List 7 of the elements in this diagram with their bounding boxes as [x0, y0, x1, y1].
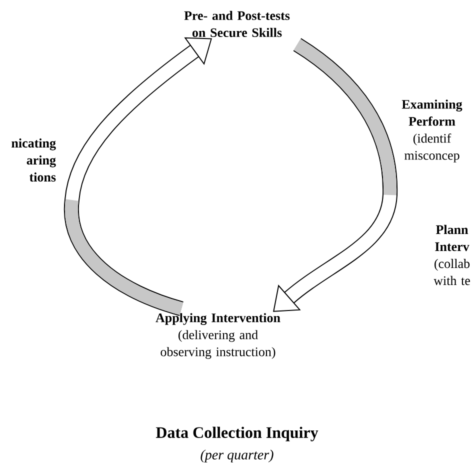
stage-label: Plann Interv (collab with te: [434, 224, 470, 286]
caption: (per quarter): [200, 450, 274, 462]
stage-label: Examining Perform (identif misconcep: [402, 100, 462, 162]
title: Data Collection Inquiry: [156, 426, 318, 442]
stage-label: Pre- and Post-tests on Secure Skills: [184, 10, 290, 38]
stage-label: nicating aring tions: [12, 138, 56, 182]
stage-label: Applying Intervention (delivering and observing instruction): [156, 313, 280, 359]
